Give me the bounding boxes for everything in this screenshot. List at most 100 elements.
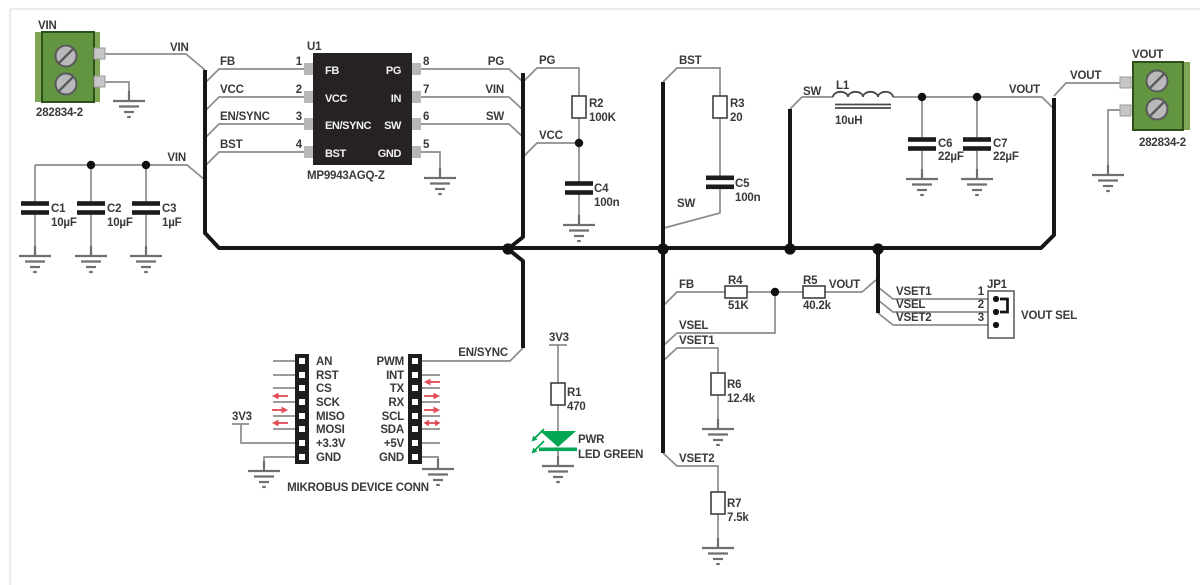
r4-ref: R4	[728, 275, 743, 287]
net-3v3-led: 3V3	[549, 332, 569, 344]
vout-terminal-part: 282834-2	[1139, 137, 1186, 149]
net-vsel-jp1: VSEL	[896, 299, 925, 311]
vin-terminal-part: 282834-2	[36, 107, 83, 119]
jp1-pin3-num: 3	[978, 312, 984, 324]
c1-ref: C1	[51, 203, 66, 215]
vin-terminal-label: VIN	[38, 20, 57, 32]
conn-right-5v: +5V	[384, 438, 405, 450]
u1-pin3-num: 3	[296, 111, 302, 123]
net-sw-chip: SW	[486, 111, 504, 123]
net-pg-chip: PG	[488, 56, 504, 68]
c4-value: 100n	[594, 197, 620, 209]
r6-ref: R6	[727, 379, 741, 391]
rx-direction-arrow-icon	[423, 391, 441, 401]
c4-ref: C4	[594, 183, 609, 195]
net-vout-l1: VOUT	[1009, 84, 1040, 96]
bus-main	[203, 70, 1056, 250]
led-triangle-icon	[540, 431, 576, 447]
conn-right-pwm: PWM	[376, 356, 404, 368]
net-fb-left: FB	[220, 56, 235, 68]
u1-pin3-name: EN/SYNC	[325, 120, 372, 132]
net-vin-chip: VIN	[485, 84, 504, 96]
c6-value: 22µF	[938, 151, 964, 163]
l1-value: 10uH	[835, 115, 862, 127]
c2-ref: C2	[107, 203, 121, 215]
net-bst-r3: BST	[679, 55, 702, 67]
u1-pin4-num: 4	[296, 139, 303, 151]
vout-terminal-label: VOUT	[1132, 49, 1163, 61]
l1-ref: L1	[836, 80, 850, 92]
net-sw-l1: SW	[803, 86, 821, 98]
jp1-bracket	[1000, 297, 1009, 314]
r2-ref: R2	[589, 98, 603, 110]
conn-left-3v3: +3.3V	[316, 438, 346, 450]
u1-pin1-num: 1	[296, 56, 303, 68]
net-fb-r4: FB	[679, 279, 694, 291]
net-vcc-left: VCC	[220, 84, 244, 96]
u1-pin4-name: BST	[325, 148, 346, 160]
conn-left-sck: SCK	[316, 397, 341, 409]
u1-pin2-num: 2	[296, 84, 302, 96]
l1-inductor: L1 10uH	[832, 80, 894, 127]
scl-direction-arrow-icon	[423, 405, 441, 415]
u1-pin5-name: GND	[378, 148, 402, 160]
sck-direction-arrow-icon	[271, 391, 289, 401]
net-labels: VIN VIN FB VCC EN/SYNC BST PG VIN SW PG …	[167, 42, 1101, 465]
u1-pin6-num: 6	[423, 111, 429, 123]
vin-terminal: VIN 282834-2	[35, 20, 106, 119]
r7-ref: R7	[727, 498, 741, 510]
conn-title: MIKROBUS DEVICE CONN	[287, 482, 429, 494]
conn-right-scl: SCL	[382, 411, 405, 423]
r1-value: 470	[567, 401, 586, 413]
conn-left-an: AN	[316, 356, 332, 368]
net-3v3-conn: 3V3	[232, 411, 252, 423]
net-vset2-jp1: VSET2	[896, 312, 931, 324]
led-desc: LED GREEN	[578, 449, 643, 461]
c3-ref: C3	[162, 203, 176, 215]
net-vout-term: VOUT	[1070, 70, 1101, 82]
c5-ref: C5	[735, 178, 750, 190]
r7-value: 7.5k	[727, 512, 749, 524]
net-pg-r2: PG	[539, 55, 555, 67]
net-ensync-left: EN/SYNC	[220, 111, 270, 123]
u1-pin8-name: PG	[386, 65, 401, 77]
u1-pin6-name: SW	[384, 120, 402, 132]
mosi-direction-arrow-icon	[271, 418, 289, 428]
tx-direction-arrow-icon	[423, 377, 441, 387]
c1-value: 10µF	[51, 217, 77, 229]
jp1-jumper: JP1 VOUT SEL 1 2 3	[978, 279, 1077, 339]
conn-left-gnd: GND	[316, 452, 341, 464]
r5-value: 40.2k	[803, 300, 832, 312]
conn-left-rst: RST	[316, 370, 339, 382]
net-vset1-left: VSET1	[679, 335, 715, 347]
conn-right-sda: SDA	[380, 424, 404, 436]
jp1-pin1-num: 1	[978, 286, 985, 298]
r3-ref: R3	[730, 98, 744, 110]
conn-right-int: INT	[386, 370, 404, 382]
jp1-label: VOUT SEL	[1021, 310, 1077, 322]
net-vout-r5: VOUT	[829, 279, 860, 291]
u1-pin1-name: FB	[325, 65, 339, 77]
u1-pin7-num: 7	[423, 84, 429, 96]
sda-direction-arrow-icon	[422, 418, 442, 428]
u1-pin5-num: 5	[423, 139, 430, 151]
u1-pin8-num: 8	[423, 56, 430, 68]
conn-right-gnd: GND	[379, 452, 404, 464]
jp1-ref: JP1	[987, 279, 1008, 291]
net-vset1-jp1: VSET1	[896, 286, 932, 298]
net-vcc-c4: VCC	[539, 130, 563, 142]
u1-ref: U1	[307, 41, 322, 53]
r4-value: 51K	[728, 300, 749, 312]
led-ref: PWR	[578, 434, 605, 446]
net-vsel-left: VSEL	[679, 320, 708, 332]
r3-value: 20	[730, 112, 742, 124]
net-sw-c5: SW	[677, 198, 695, 210]
r1-ref: R1	[567, 387, 582, 399]
c2-value: 10µF	[107, 217, 133, 229]
mikrobus-connector: AN RST CS SCK MISO MOSI +3.3V GND PWM IN…	[271, 354, 442, 494]
r5-ref: R5	[803, 275, 818, 287]
conn-left-miso: MISO	[316, 411, 345, 423]
c3-value: 1µF	[162, 217, 182, 229]
conn-left-mosi: MOSI	[316, 424, 345, 436]
